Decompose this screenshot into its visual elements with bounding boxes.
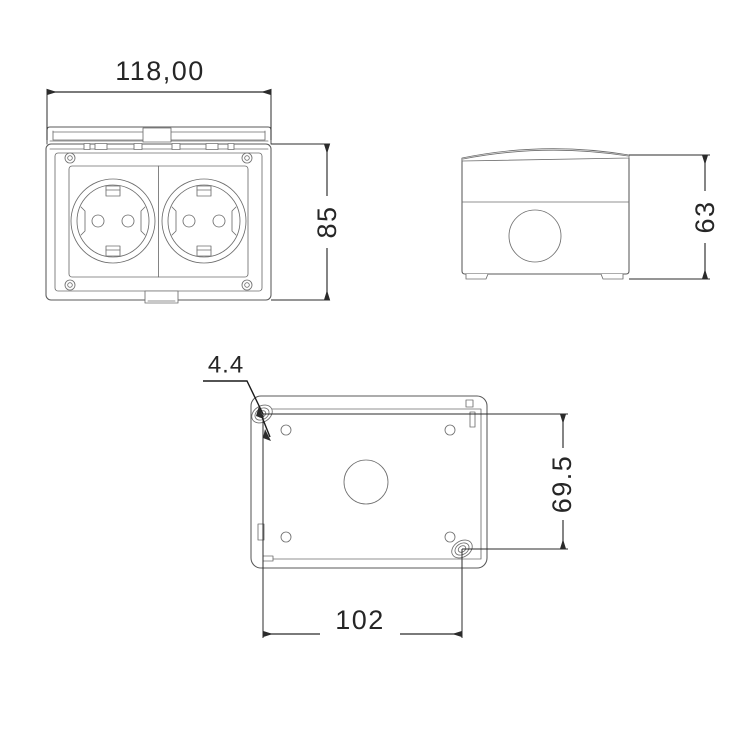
front-screw-bottom-right-core [244, 282, 250, 288]
bottom-small-hole-bottom-right [444, 531, 456, 543]
dim-69-5-text-bg [546, 448, 582, 520]
bottom-small-hole-top-right [444, 424, 456, 436]
side-view [461, 148, 630, 280]
bottom-edge-slot-top [465, 399, 474, 408]
dim-102-text: 102 [335, 605, 385, 635]
front-screw-bottom-right [241, 279, 253, 291]
bottom-edge-slot-left [257, 523, 265, 541]
socket-left-recess-right [140, 206, 146, 236]
front-screw-top-left [64, 152, 76, 164]
front-screw-top-right-core [244, 155, 250, 161]
front-frame-screws [64, 152, 253, 291]
side-foot-right [600, 273, 624, 280]
front-hinge-knuckle-2 [94, 143, 108, 150]
socket-left-earth-clip-top [105, 185, 121, 197]
front-screw-top-right [241, 152, 253, 164]
dim-69-5-text: 69.5 [547, 455, 577, 514]
schuko-socket-left [70, 178, 156, 264]
bottom-view [250, 395, 488, 569]
dim-4-4-arrow-tail [263, 429, 271, 441]
dim-118-text-bg [105, 57, 215, 85]
bottom-cable-knockout [343, 459, 389, 505]
socket-left-inner-ring [76, 184, 150, 258]
dim-4-4-arrow [256, 406, 264, 419]
dim-4-4-leader [203, 380, 264, 415]
front-screw-bottom-left-core [67, 282, 73, 288]
dim-63-text-bg [690, 191, 724, 243]
dim-85-text: 85 [312, 205, 342, 238]
bottom-edge-slot-bottom [262, 555, 274, 562]
side-lid-curve-top [462, 149, 629, 160]
dim-63-text: 63 [690, 200, 720, 233]
front-lid-latch-tab [142, 127, 172, 143]
front-hinge-knuckle-5 [205, 143, 219, 150]
bottom-small-hole-top-left [280, 424, 292, 436]
front-hinge-knuckle-1 [83, 143, 91, 150]
dim-102-text-bg [320, 607, 400, 635]
front-hinge-knuckle-6 [227, 143, 235, 150]
side-foot-left [465, 273, 489, 280]
front-hinge-knuckle-3 [133, 143, 143, 150]
socket-left-pin-hole-2 [121, 214, 135, 228]
socket-left-pin-hole-1 [91, 214, 105, 228]
side-view-dimensions: 63 [629, 154, 724, 280]
front-screw-top-left-core [67, 155, 73, 161]
dim-118-text: 118,00 [115, 56, 205, 86]
front-hinge-knuckle-4 [171, 143, 181, 150]
front-screw-bottom-left [64, 279, 76, 291]
dim-85-text-bg [312, 196, 346, 248]
schuko-socket-right [161, 178, 247, 264]
bottom-small-hole-bottom-left [280, 531, 292, 543]
bottom-edge-slot-top-long [469, 411, 476, 428]
socket-right-recess-left [171, 206, 177, 236]
socket-right-earth-clip-top [196, 185, 212, 197]
front-bottom-latch-tab [144, 290, 179, 304]
bottom-inner-recess [262, 408, 482, 560]
socket-right-earth-clip-bottom [196, 245, 212, 257]
socket-right-inner-ring [167, 184, 241, 258]
dim-4-4-text: 4.4 [208, 351, 244, 378]
bottom-view-dimensions: 4.4 69.5 102 [203, 351, 582, 638]
socket-right-pin-hole-1 [182, 214, 196, 228]
front-view-dimensions: 118,00 85 [46, 56, 346, 301]
socket-right-recess-right [231, 206, 237, 236]
side-cable-knockout [508, 209, 562, 263]
front-view [45, 126, 272, 304]
socket-left-recess-left [80, 206, 86, 236]
socket-left-earth-clip-bottom [105, 245, 121, 257]
socket-right-pin-hole-2 [212, 214, 226, 228]
